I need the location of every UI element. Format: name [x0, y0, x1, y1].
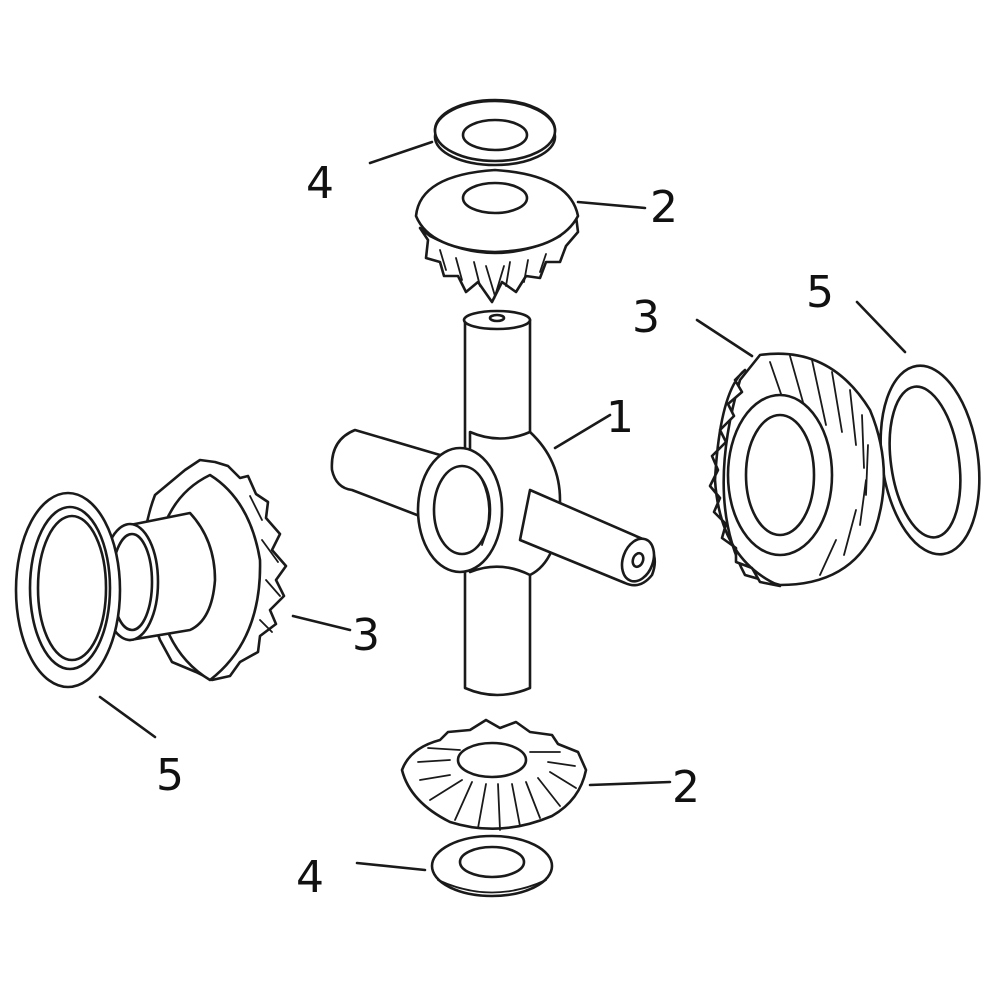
right-side-gear [708, 352, 886, 588]
callout-right-side-gear: 3 [632, 292, 660, 343]
callout-bottom-washer: 4 [296, 852, 324, 903]
callout-bottom-pinion: 2 [672, 762, 700, 813]
callout-top-washer: 4 [306, 158, 334, 209]
callout-left-side-gear: 3 [352, 610, 380, 661]
left-side-gear [100, 458, 288, 682]
callout-right-washer: 5 [806, 267, 834, 318]
top-thrust-washer [433, 98, 557, 167]
bottom-pinion-gear [400, 718, 588, 831]
callout-left-washer: 5 [156, 750, 184, 801]
leader-lines [98, 140, 907, 872]
right-thrust-washer [879, 364, 981, 556]
callout-top-pinion: 2 [650, 182, 678, 233]
left-thrust-washer [14, 491, 122, 689]
bottom-thrust-washer [430, 834, 554, 898]
top-pinion-gear [414, 168, 580, 304]
cross-shaft [330, 309, 657, 697]
callout-cross-shaft: 1 [606, 392, 634, 443]
